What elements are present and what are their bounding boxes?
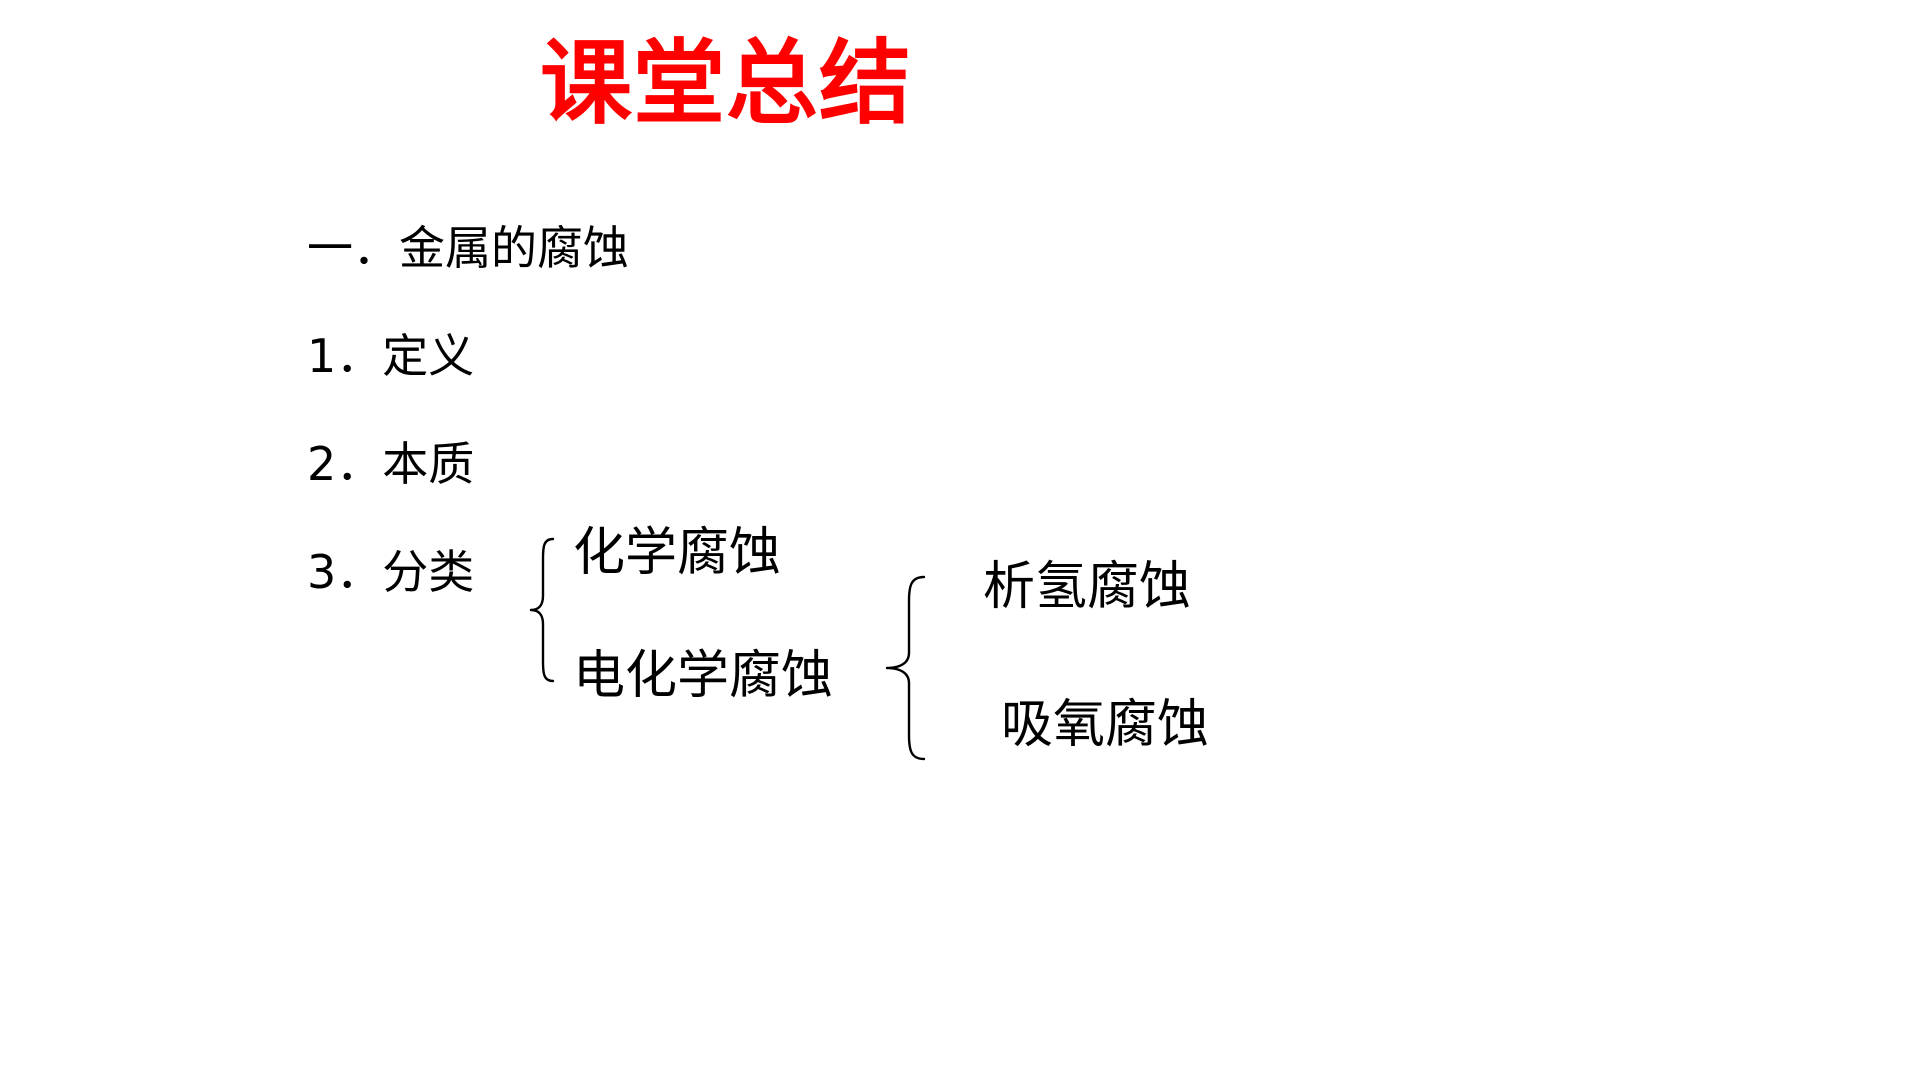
- classification-brace: [529, 537, 555, 683]
- hydrogen-evolution-corrosion-label: 析氢腐蚀: [983, 557, 1192, 617]
- section-heading-metal-corrosion: 一．金属的腐蚀: [307, 221, 629, 275]
- chemical-corrosion-label: 化学腐蚀: [573, 523, 782, 583]
- oxygen-absorption-corrosion-label: 吸氧腐蚀: [1001, 695, 1210, 755]
- item-definition: 1．定义: [307, 329, 475, 383]
- electrochemical-corrosion-label: 电化学腐蚀: [573, 646, 834, 706]
- slide-title: 课堂总结: [540, 30, 913, 137]
- item-essence: 2．本质: [307, 437, 475, 491]
- electrochemical-subtypes-brace: [885, 575, 926, 761]
- item-classification: 3．分类: [307, 545, 475, 599]
